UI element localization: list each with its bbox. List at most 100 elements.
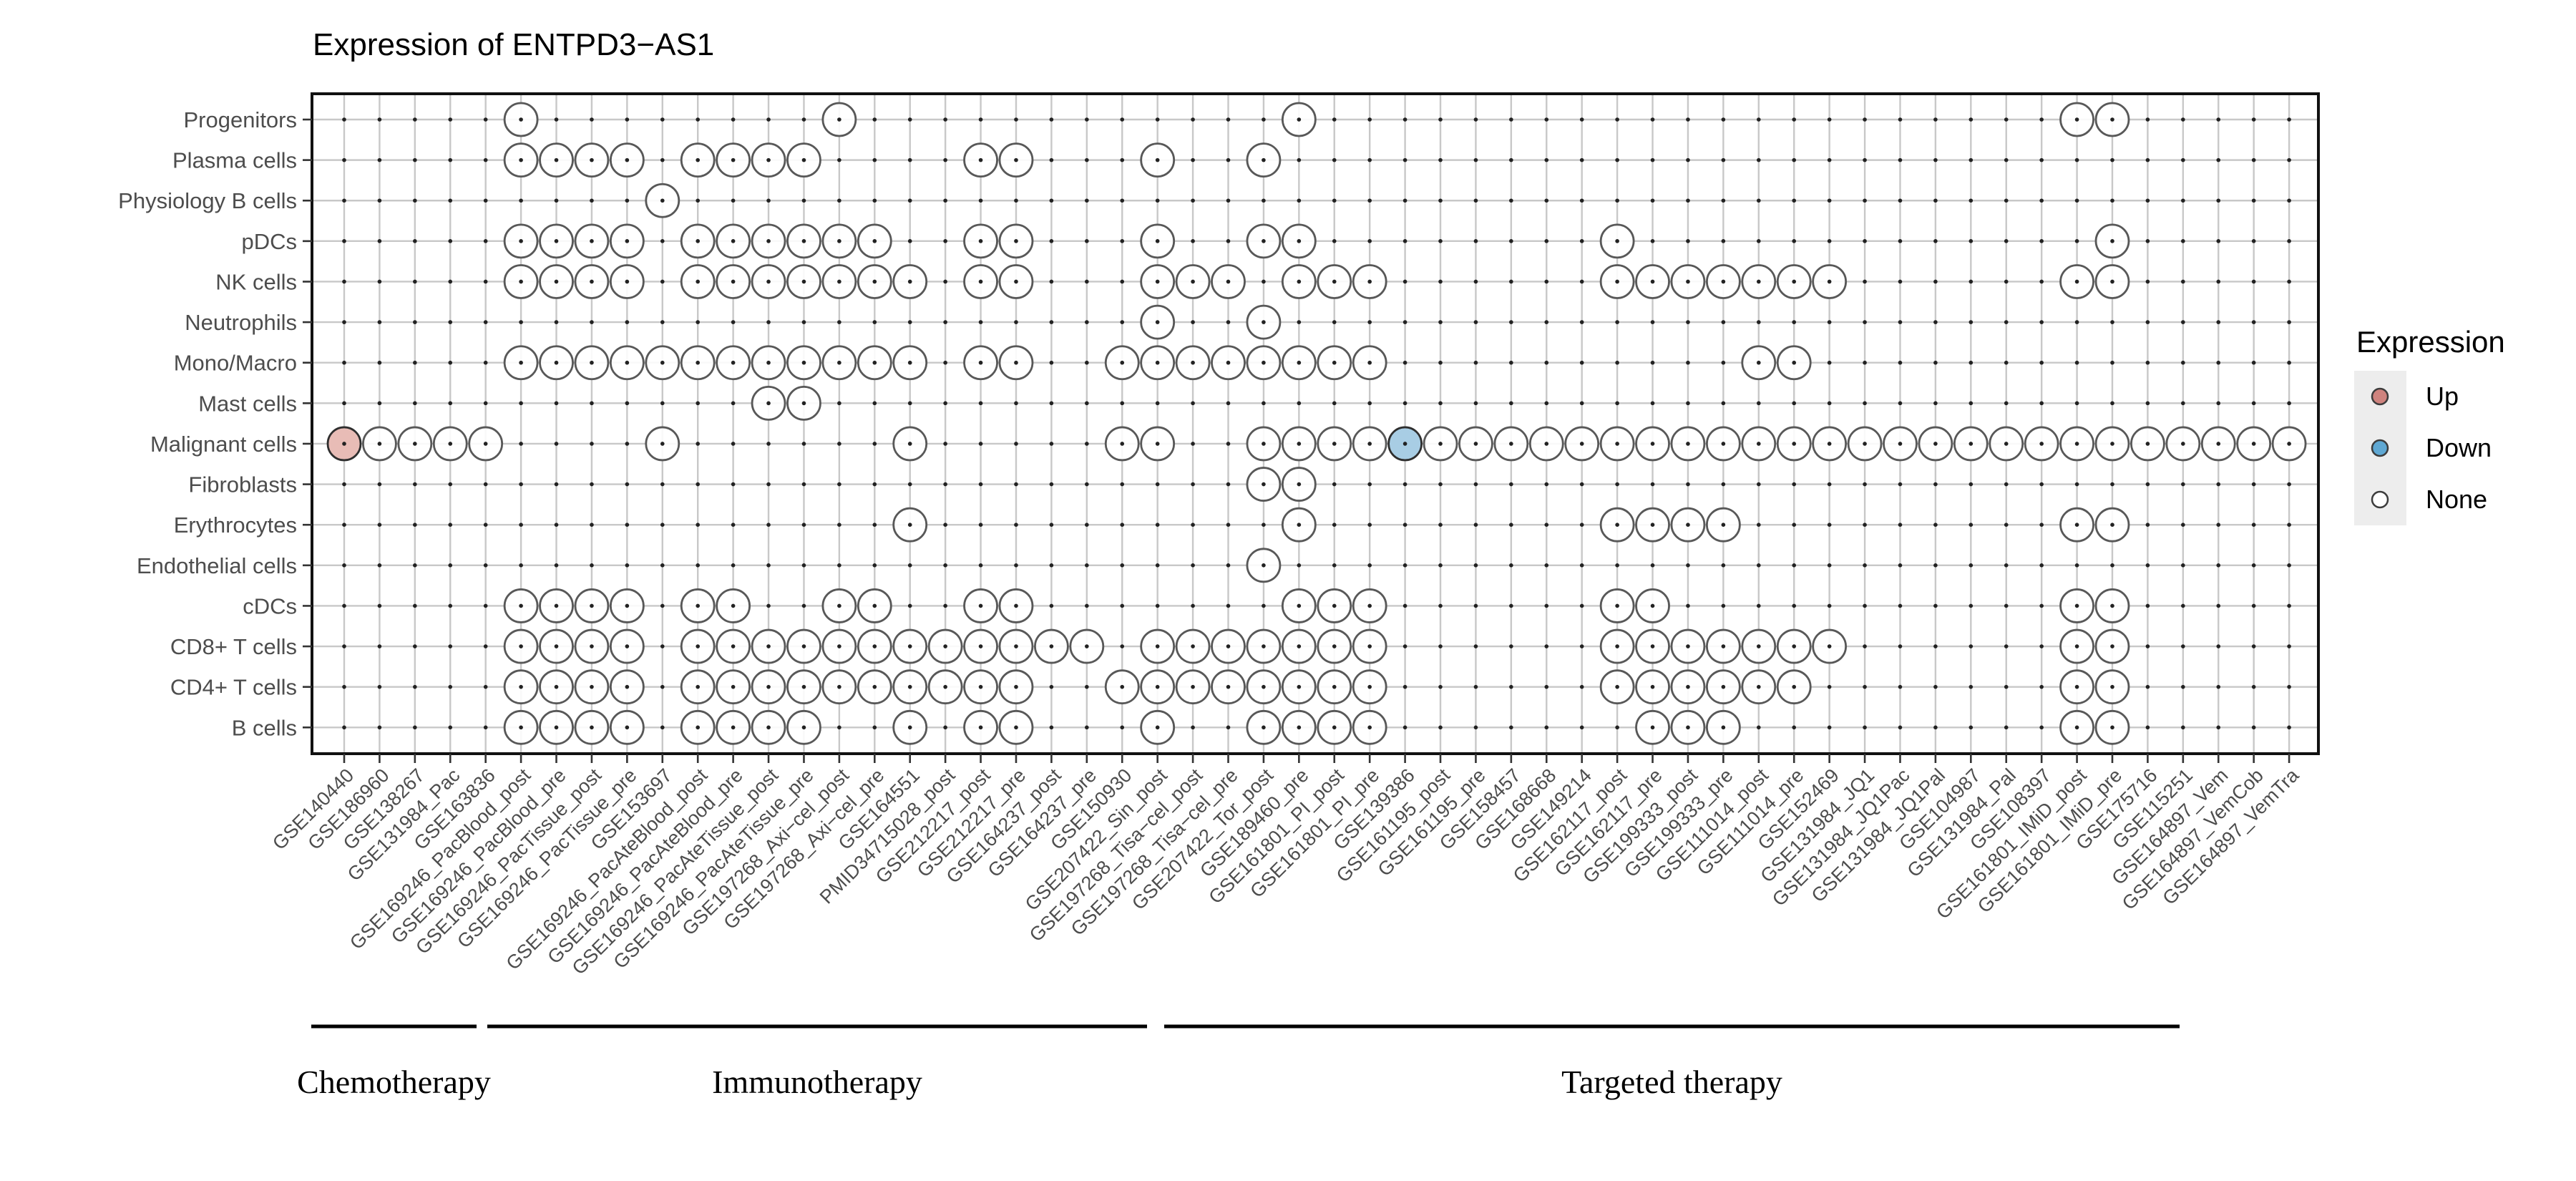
grid-dot — [1579, 442, 1584, 446]
grid-dot — [1968, 320, 1974, 324]
grid-dot — [1615, 684, 1619, 689]
grid-dot — [483, 157, 488, 162]
grid-dot — [2287, 644, 2291, 648]
grid-dot — [837, 523, 841, 527]
grid-dot — [1367, 279, 1372, 284]
grid-dot — [1014, 523, 1018, 527]
grid-dot — [1509, 117, 1513, 122]
grid-dot — [1049, 523, 1054, 527]
grid-dot — [1191, 198, 1195, 203]
grid-dot — [1863, 523, 1867, 527]
grid-dot — [2287, 482, 2291, 487]
grid-dot — [1579, 279, 1584, 284]
grid-dot — [1473, 360, 1478, 365]
grid-dot — [1650, 482, 1655, 487]
grid-dot — [377, 644, 382, 648]
grid-dot — [1367, 117, 1372, 122]
grid-dot — [1579, 401, 1584, 406]
grid-dot — [2287, 239, 2291, 243]
grid-dot — [1085, 239, 1089, 243]
grid-dot — [660, 725, 665, 730]
grid-dot — [2287, 279, 2291, 284]
grid-dot — [1120, 320, 1125, 324]
grid-dot — [1792, 684, 1797, 689]
grid-dot — [1014, 442, 1018, 446]
grid-dot — [1226, 320, 1231, 324]
grid-dot — [2074, 239, 2079, 243]
grid-dot — [907, 320, 912, 324]
grid-dot — [1827, 563, 1832, 568]
grid-dot — [1757, 644, 1761, 648]
grid-dot — [801, 360, 806, 365]
grid-dot — [1933, 442, 1938, 446]
grid-dot — [413, 523, 417, 527]
grid-dot — [1191, 603, 1195, 608]
grid-dot — [1402, 603, 1407, 608]
grid-dot — [696, 523, 700, 527]
grid-dot — [590, 482, 594, 487]
grid-dot — [1191, 360, 1195, 365]
grid-dot — [1933, 482, 1938, 487]
grid-dot — [413, 117, 417, 122]
grid-dot — [625, 279, 630, 284]
grid-dot — [943, 401, 947, 406]
grid-dot — [554, 603, 559, 608]
grid-dot — [342, 279, 346, 284]
grid-dot — [2287, 360, 2291, 365]
grid-dot — [2074, 603, 2079, 608]
grid-dot — [766, 442, 771, 446]
grid-dot — [1262, 360, 1266, 365]
grid-dot — [1792, 360, 1797, 365]
grid-dot — [837, 563, 841, 568]
grid-dot — [766, 198, 771, 203]
grid-dot — [590, 198, 594, 203]
grid-dot — [1226, 198, 1231, 203]
grid-dot — [1473, 401, 1478, 406]
grid-dot — [696, 563, 700, 568]
grid-dot — [554, 239, 559, 243]
grid-dot — [766, 603, 771, 608]
grid-dot — [1367, 482, 1372, 487]
grid-dot — [342, 442, 346, 446]
grid-dot — [590, 279, 594, 284]
grid-dot — [801, 401, 806, 406]
grid-dot — [2110, 482, 2114, 487]
grid-dot — [1615, 563, 1619, 568]
grid-dot — [554, 482, 559, 487]
grid-dot — [590, 644, 594, 648]
grid-dot — [1155, 684, 1160, 689]
grid-dot — [1367, 320, 1372, 324]
grid-dot — [1615, 157, 1619, 162]
grid-dot — [1933, 684, 1938, 689]
grid-dot — [1792, 603, 1797, 608]
grid-dot — [1579, 603, 1584, 608]
grid-dot — [837, 725, 841, 730]
grid-dot — [1827, 644, 1832, 648]
grid-dot — [2145, 401, 2150, 406]
grid-dot — [413, 442, 417, 446]
grid-dot — [978, 603, 983, 608]
grid-dot — [660, 117, 665, 122]
grid-dot — [1367, 644, 1372, 648]
grid-dot — [1686, 401, 1690, 406]
grid-dot — [1721, 442, 1726, 446]
grid-dot — [625, 725, 630, 730]
grid-dot — [660, 320, 665, 324]
grid-dot — [1120, 401, 1125, 406]
grid-dot — [1332, 239, 1337, 243]
grid-dot — [2004, 442, 2009, 446]
grid-dot — [1049, 360, 1054, 365]
grid-dot — [1191, 239, 1195, 243]
grid-dot — [1155, 279, 1160, 284]
grid-dot — [766, 401, 771, 406]
grid-dot — [1332, 603, 1337, 608]
grid-dot — [1049, 442, 1054, 446]
grid-dot — [413, 360, 417, 365]
grid-dot — [1262, 482, 1266, 487]
grid-dot — [1686, 442, 1690, 446]
grid-dot — [1544, 725, 1549, 730]
grid-dot — [590, 442, 594, 446]
grid-dot — [1367, 563, 1372, 568]
grid-dot — [696, 603, 700, 608]
